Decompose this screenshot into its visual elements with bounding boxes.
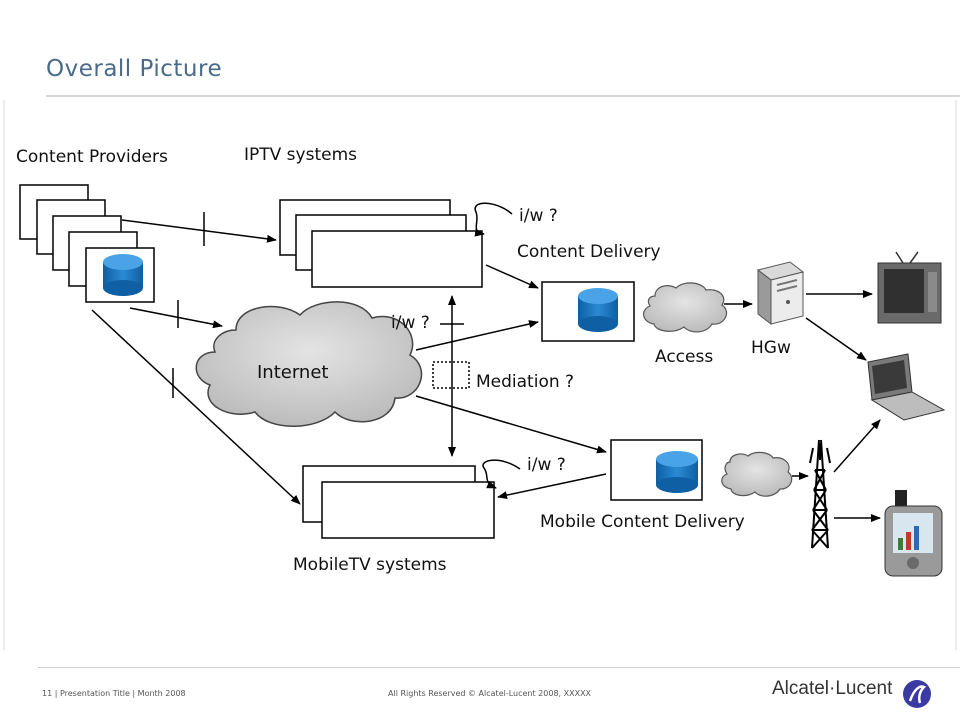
footer-copyright: All Rights Reserved © Alcatel-Lucent 200… bbox=[388, 689, 592, 698]
iw-bottom-label: i/w ? bbox=[527, 455, 566, 475]
mediation-label: Mediation ? bbox=[476, 372, 575, 392]
mobiletv-systems-label: MobileTV systems bbox=[293, 555, 447, 575]
database-icon bbox=[578, 288, 618, 332]
title-divider bbox=[46, 95, 960, 97]
company-logo-text: Alcatel·Lucent bbox=[772, 678, 893, 699]
server-icon bbox=[756, 261, 805, 326]
mobiletv-systems-stack bbox=[302, 465, 495, 539]
pda-icon bbox=[884, 490, 943, 577]
access-cloud bbox=[643, 282, 727, 333]
slide-title: Overall Picture bbox=[46, 56, 223, 82]
laptop-icon bbox=[867, 353, 946, 421]
mediation-box bbox=[432, 361, 470, 389]
database-icon bbox=[656, 451, 698, 493]
database-icon bbox=[103, 254, 143, 296]
tv-icon bbox=[877, 251, 942, 324]
content-providers-label: Content Providers bbox=[16, 147, 168, 167]
access-label: Access bbox=[655, 347, 714, 367]
company-logo-icon bbox=[903, 680, 931, 708]
iptv-systems-label: IPTV systems bbox=[244, 145, 357, 165]
iptv-systems-stack bbox=[279, 199, 483, 288]
mobile-content-delivery-label: Mobile Content Delivery bbox=[540, 512, 745, 532]
hgw-label: HGw bbox=[751, 338, 791, 358]
mobile-access-cloud bbox=[721, 451, 793, 497]
antenna-tower-icon bbox=[809, 439, 831, 549]
iw-mid-label: i/w ? bbox=[391, 313, 430, 333]
footer-divider bbox=[38, 667, 960, 668]
content-delivery-label: Content Delivery bbox=[517, 242, 661, 262]
iw-top-label: i/w ? bbox=[519, 206, 558, 226]
footer-page-info: 11 | Presentation Title | Month 2008 bbox=[42, 689, 186, 698]
connector-lines bbox=[91, 202, 881, 522]
internet-label: Internet bbox=[257, 362, 329, 383]
internet-cloud bbox=[195, 301, 423, 427]
